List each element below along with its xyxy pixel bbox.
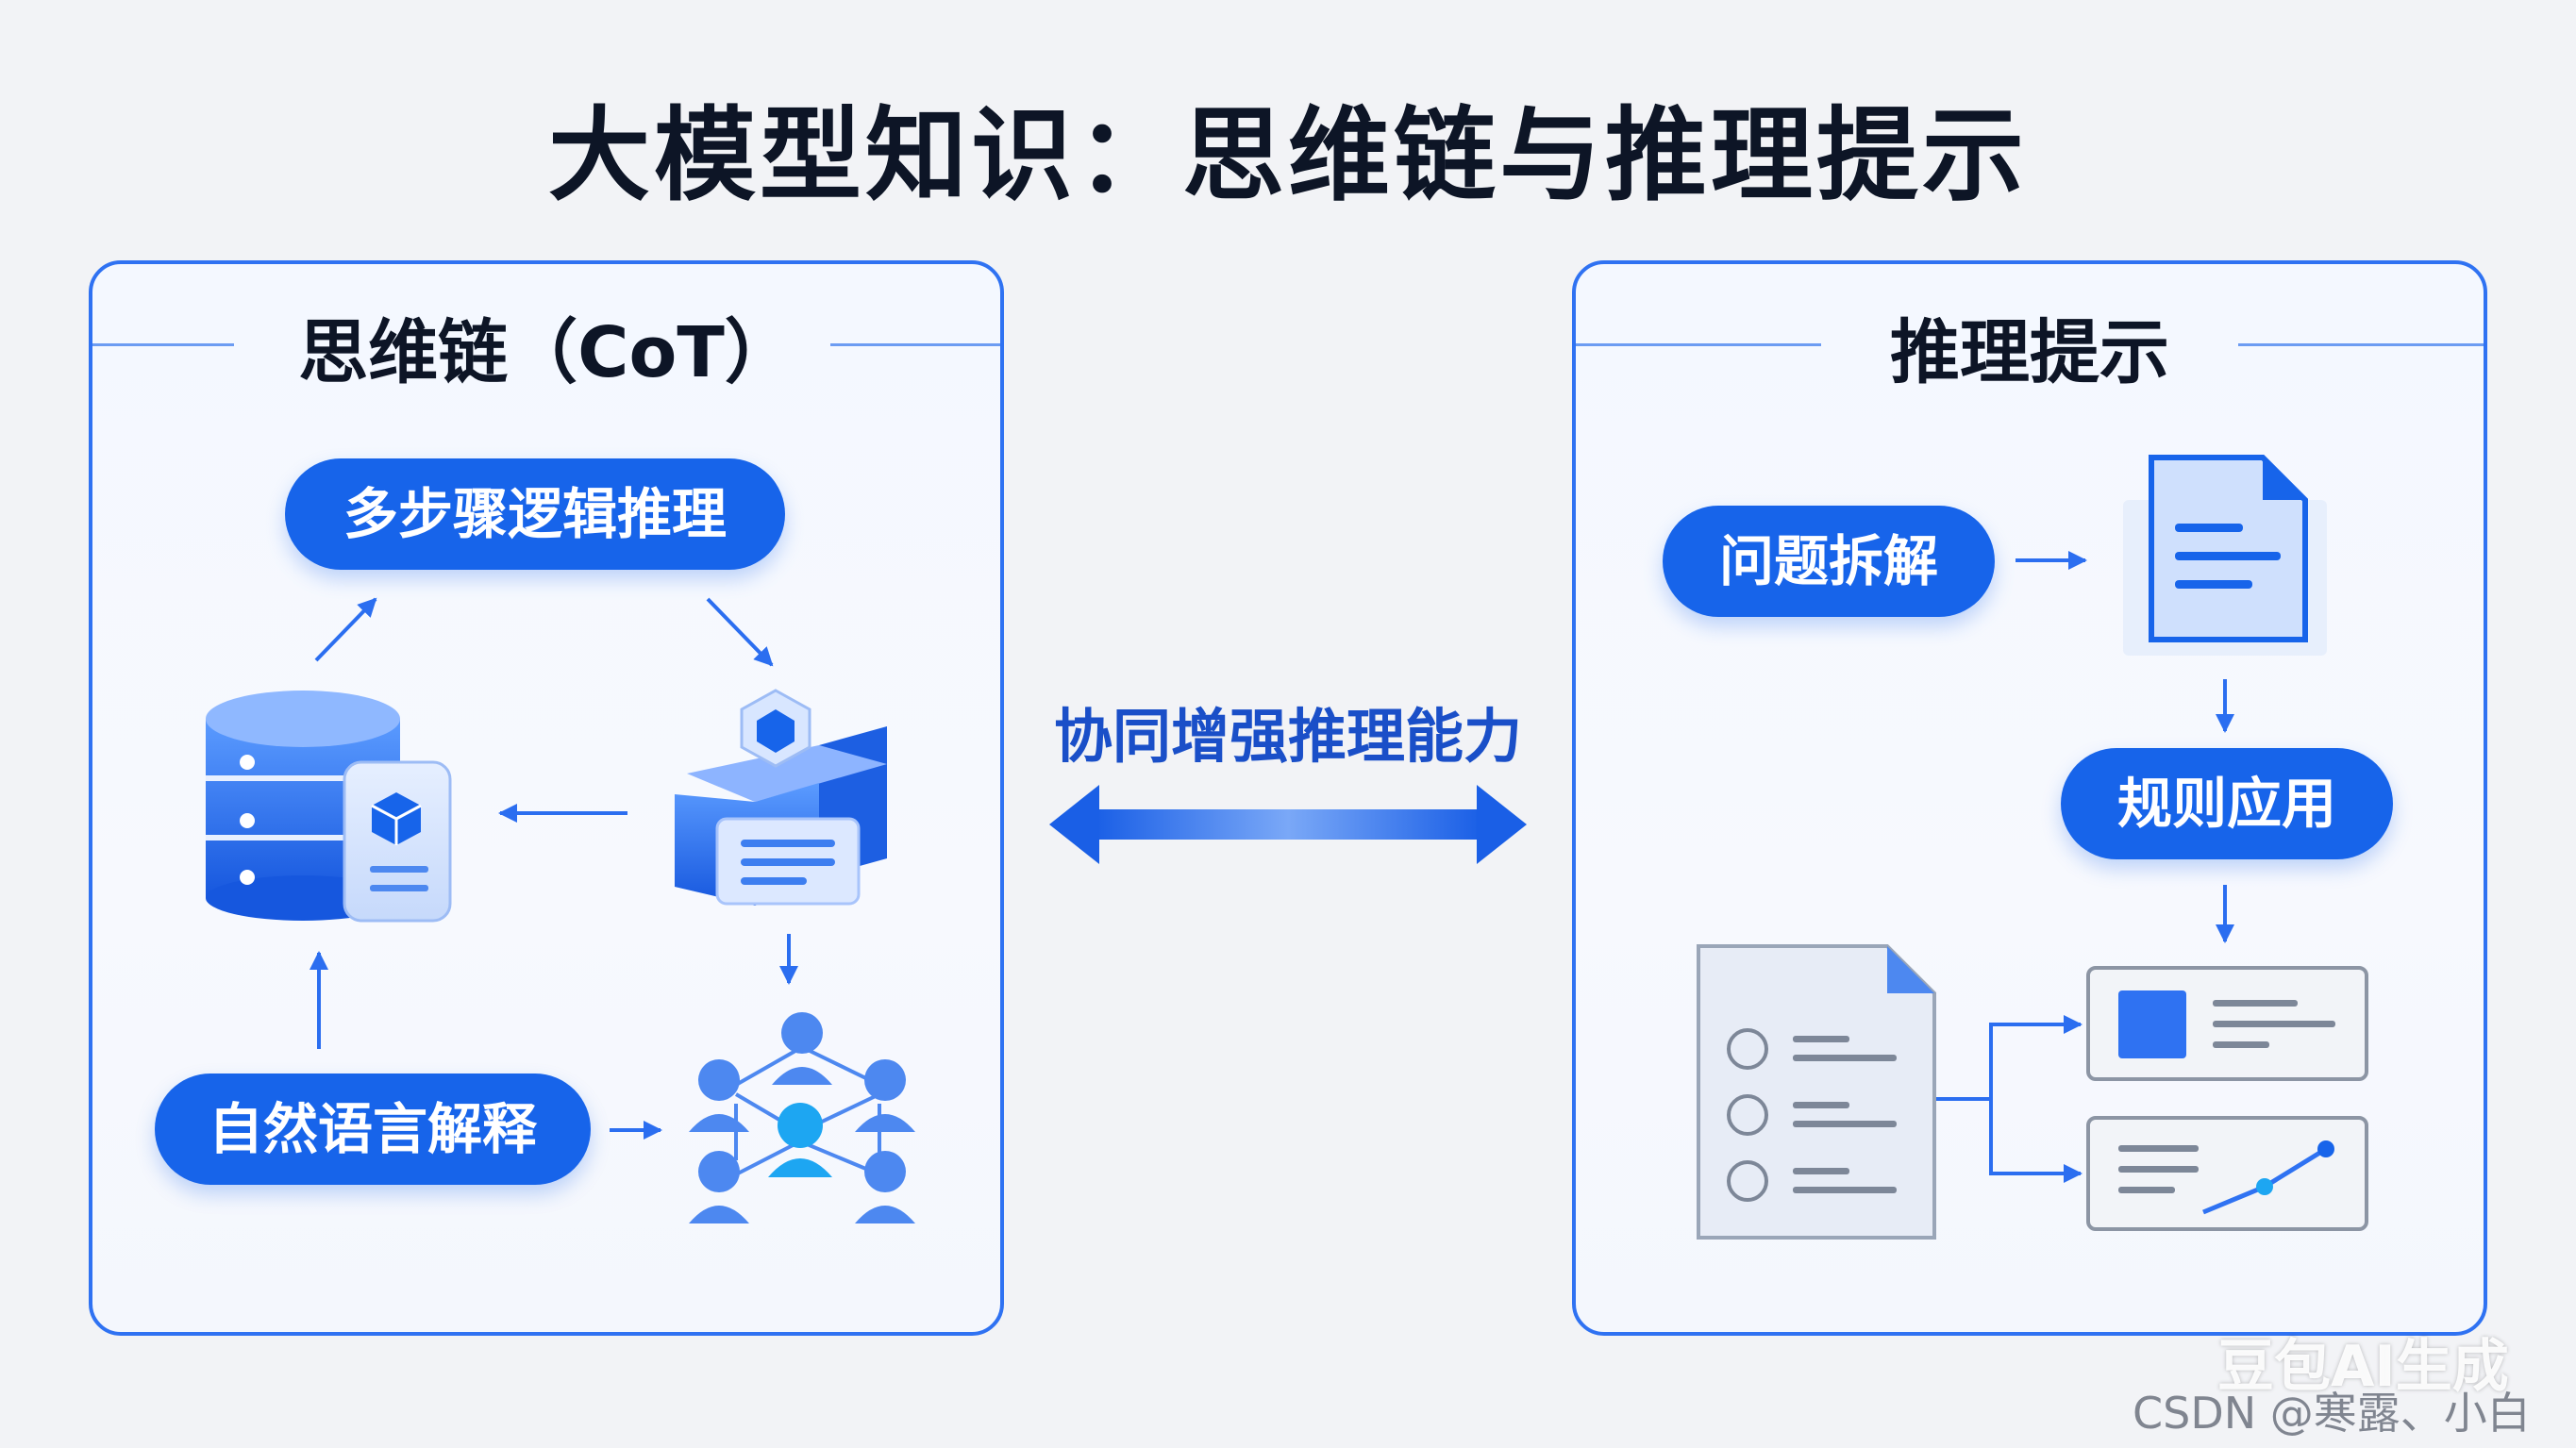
page-title: 大模型知识：思维链与推理提示: [547, 97, 2028, 215]
reasoning-prompt-panel-heading: 推理提示: [1890, 312, 2169, 393]
heading-divider-right: [830, 343, 1000, 346]
double-arrow-icon: [1049, 785, 1527, 864]
natural-language-explanation-pill: 自然语言解释: [155, 1074, 591, 1185]
arrow-branch-top: [1936, 1015, 2083, 1101]
arrow-branch-bottom: [1989, 1099, 2083, 1183]
image-card-icon: [2086, 966, 2368, 1081]
document-icon: [2123, 455, 2327, 656]
chart-card-icon: [2086, 1116, 2368, 1231]
heading-divider-left: [1576, 343, 1821, 346]
cube-machine-icon: [675, 689, 887, 906]
arrow-down-right: [706, 597, 774, 667]
checklist-document-icon: [1697, 944, 1936, 1240]
problem-decomposition-pill: 问题拆解: [1663, 506, 1995, 617]
reasoning-flow-arrows: [1936, 551, 2234, 1183]
heading-divider-right: [2238, 343, 2484, 346]
arrow-up-right: [314, 597, 377, 662]
multi-step-reasoning-pill: 多步骤逻辑推理: [285, 458, 785, 570]
rule-application-pill: 规则应用: [2061, 748, 2393, 859]
people-network-icon: [689, 1012, 915, 1223]
cot-panel-heading: 思维链（CoT）: [298, 312, 795, 393]
csdn-watermark: CSDN @寒露、小白: [2133, 1388, 2531, 1439]
synergy-label: 协同增强推理能力: [1053, 702, 1522, 771]
document-cube-icon: [343, 760, 452, 923]
cot-flow-arrows: [309, 597, 798, 1140]
heading-divider-left: [92, 343, 234, 346]
ai-generated-watermark: 豆包AI生成: [2217, 1334, 2509, 1400]
